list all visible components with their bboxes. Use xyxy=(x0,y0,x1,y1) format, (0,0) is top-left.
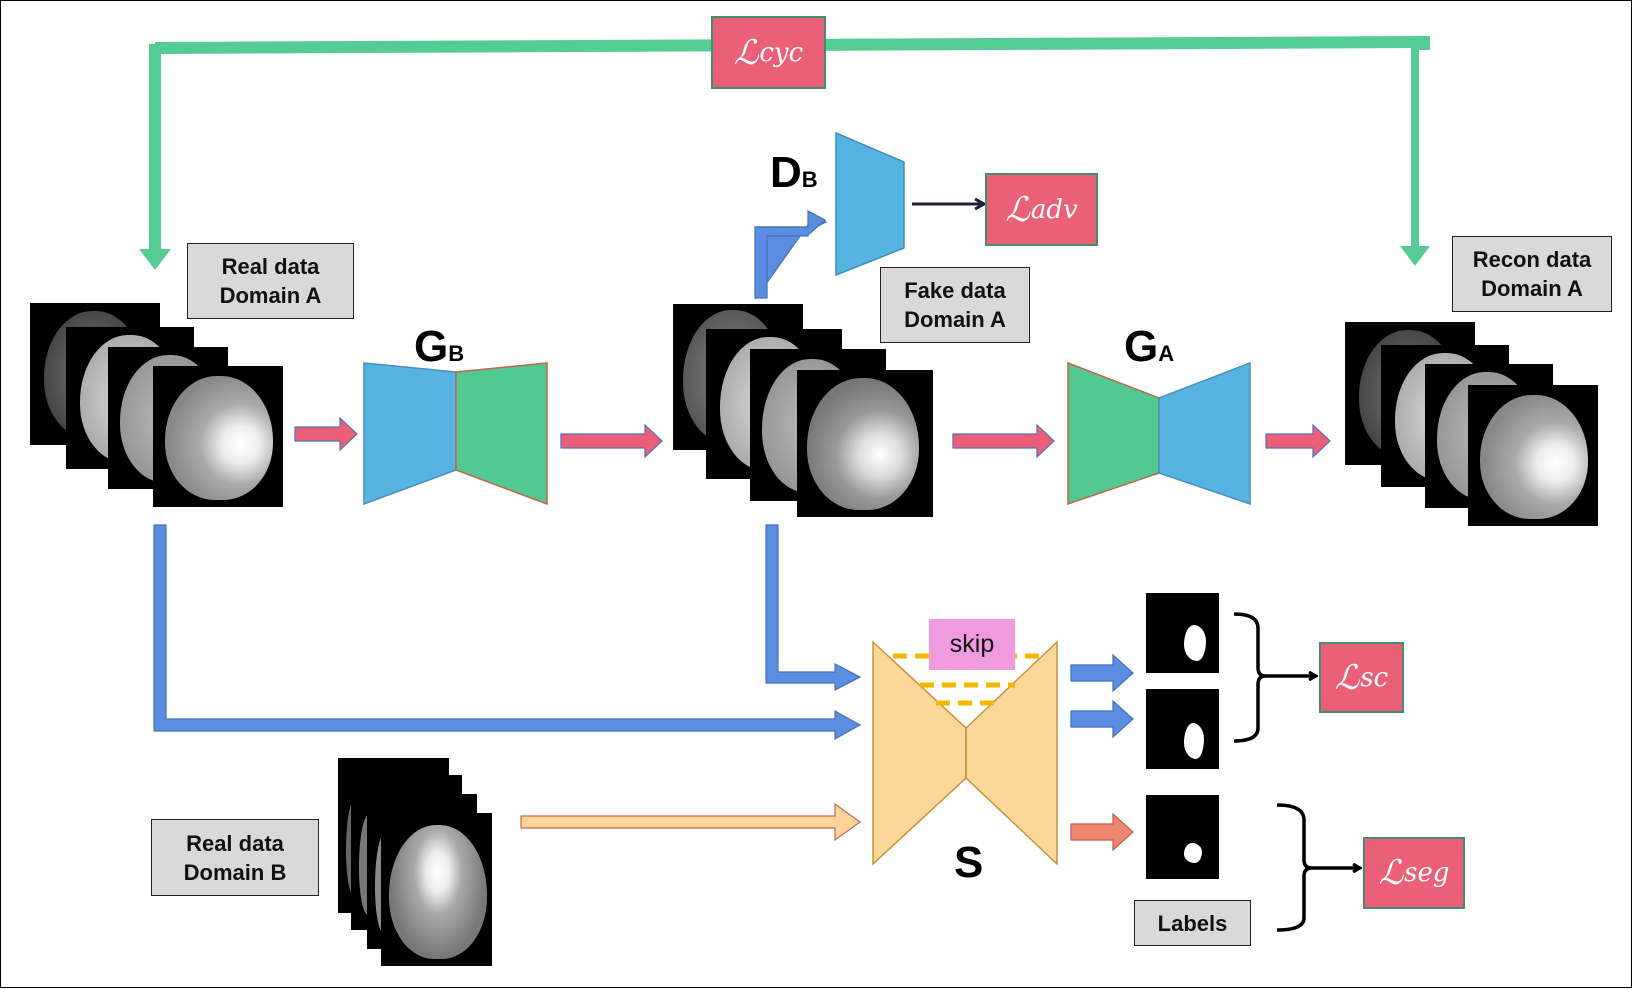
mask-output-fake xyxy=(1146,593,1219,673)
label-real-data-domain-b: Real data Domain B xyxy=(151,819,319,896)
arrow-real-a-to-s xyxy=(153,524,862,741)
mri-slice xyxy=(797,370,933,517)
arrow-ga-to-recon-a xyxy=(1265,423,1331,459)
arrow-s-to-mask-1 xyxy=(1070,653,1134,693)
mask-output-real xyxy=(1146,689,1219,769)
cycle-loss-connector xyxy=(139,35,1430,270)
forward-arrows xyxy=(294,416,1331,459)
label-generator-b: GB xyxy=(414,322,465,371)
arrow-real-b-to-s xyxy=(520,802,862,842)
generator-a-shape xyxy=(1067,361,1251,506)
arrow-real-a-to-gb xyxy=(294,416,358,452)
label-fake-data-domain-a: Fake data Domain A xyxy=(880,267,1030,343)
label-discriminator-b: DB xyxy=(770,148,818,197)
discriminator-b-shape xyxy=(835,131,905,277)
label-generator-a: GA xyxy=(1124,322,1175,371)
label-segmenter: S xyxy=(954,838,984,887)
arrow-s-to-mask-2 xyxy=(1070,699,1134,739)
generator-b-shape xyxy=(363,362,548,506)
label-recon-data-domain-a: Recon data Domain A xyxy=(1452,236,1612,312)
mri-slice xyxy=(153,366,283,507)
arrow-s-to-label-pred xyxy=(1070,812,1134,852)
label-real-data-domain-a: Real data Domain A xyxy=(187,243,354,319)
arrow-fake-a-to-s xyxy=(765,524,862,691)
blue-arrows xyxy=(153,210,1134,741)
cycle-arrowhead-real-a xyxy=(139,249,171,270)
mask-label-pred xyxy=(1146,795,1219,879)
arrow-fake-a-to-ga xyxy=(952,423,1055,459)
mri-slice xyxy=(1468,385,1598,526)
label-labels: Labels xyxy=(1134,900,1251,946)
arrow-gb-to-fake-a xyxy=(560,423,663,459)
cycle-arrowhead-recon-a xyxy=(1400,246,1430,266)
brace-sc xyxy=(1233,612,1316,743)
arrow-fake-a-to-db-path xyxy=(754,210,827,299)
segmenter-shape xyxy=(872,640,1058,866)
skip-label: skip xyxy=(929,619,1015,670)
brace-seg xyxy=(1276,803,1360,932)
mri-slice xyxy=(381,813,492,966)
